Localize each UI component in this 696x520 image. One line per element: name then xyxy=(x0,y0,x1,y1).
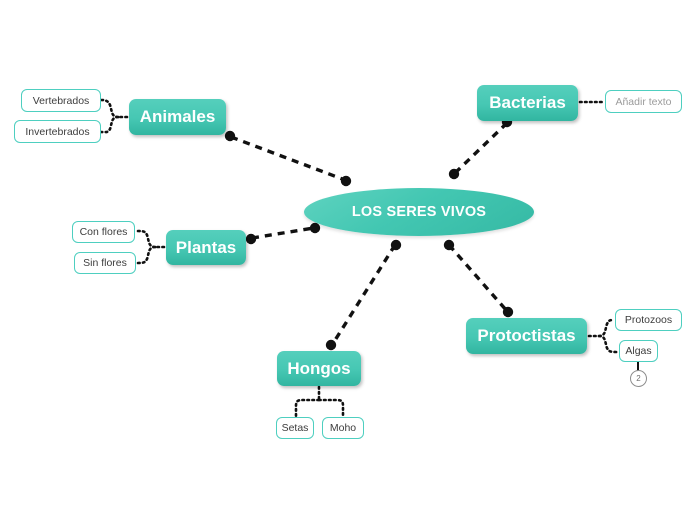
subconnector-group-animales xyxy=(99,98,129,134)
root-node[interactable]: LOS SERES VIVOS xyxy=(304,188,534,236)
branch-connector-bacterias xyxy=(448,116,513,180)
leaf-node-setas[interactable]: Setas xyxy=(276,417,314,439)
leaf-node-sin-flores[interactable]: Sin flores xyxy=(74,252,136,274)
leaf-node-algas[interactable]: Algas xyxy=(619,340,658,362)
branch-connector-protoctistas xyxy=(443,239,514,318)
leaf-node-label: Vertebrados xyxy=(32,94,90,107)
leaf-node-protozoos[interactable]: Protozoos xyxy=(615,309,682,331)
branch-connector-hongos xyxy=(325,239,402,351)
branch-node-animales[interactable]: Animales xyxy=(129,99,226,135)
branch-connector-plantas xyxy=(245,222,321,245)
branch-node-hongos[interactable]: Hongos xyxy=(277,351,361,386)
leaf-node-label: Protozoos xyxy=(624,314,673,326)
branch-node-bacterias[interactable]: Bacterias xyxy=(477,85,578,121)
branch-connector-animales xyxy=(224,130,352,187)
collapse-badge-count: 2 xyxy=(636,373,641,383)
subconnector-group-hongos xyxy=(294,385,345,418)
branch-node-label: Bacterias xyxy=(489,93,566,112)
subconnector-group-plantas xyxy=(135,229,166,265)
leaf-node-label: Invertebrados xyxy=(25,125,90,138)
leaf-node-vertebrados[interactable]: Vertebrados xyxy=(21,89,101,112)
branch-node-label: Protoctistas xyxy=(477,326,576,345)
leaf-node-invertebrados[interactable]: Invertebrados xyxy=(14,120,101,143)
leaf-node-label: Setas xyxy=(281,422,309,434)
root-node-label: LOS SERES VIVOS xyxy=(351,204,487,220)
leaf-node-placeholder-label: Añadir texto xyxy=(615,95,672,108)
branch-node-label: Plantas xyxy=(175,237,237,257)
leaf-node-con-flores[interactable]: Con flores xyxy=(72,221,135,243)
leaf-node-label: Moho xyxy=(329,422,357,434)
leaf-node-anadir-texto[interactable]: Añadir texto xyxy=(605,90,682,113)
branch-node-plantas[interactable]: Plantas xyxy=(166,230,246,265)
subconnector-group-protoctistas xyxy=(587,318,620,354)
branch-node-label: Animales xyxy=(139,107,216,126)
branch-node-label: Hongos xyxy=(287,358,351,378)
collapse-badge-algas[interactable]: 2 xyxy=(630,370,647,387)
leaf-node-label: Sin flores xyxy=(83,257,127,269)
leaf-node-label: Algas xyxy=(625,345,652,357)
branch-node-protoctistas[interactable]: Protoctistas xyxy=(466,318,587,354)
leaf-node-moho[interactable]: Moho xyxy=(322,417,364,439)
leaf-node-label: Con flores xyxy=(79,226,128,238)
